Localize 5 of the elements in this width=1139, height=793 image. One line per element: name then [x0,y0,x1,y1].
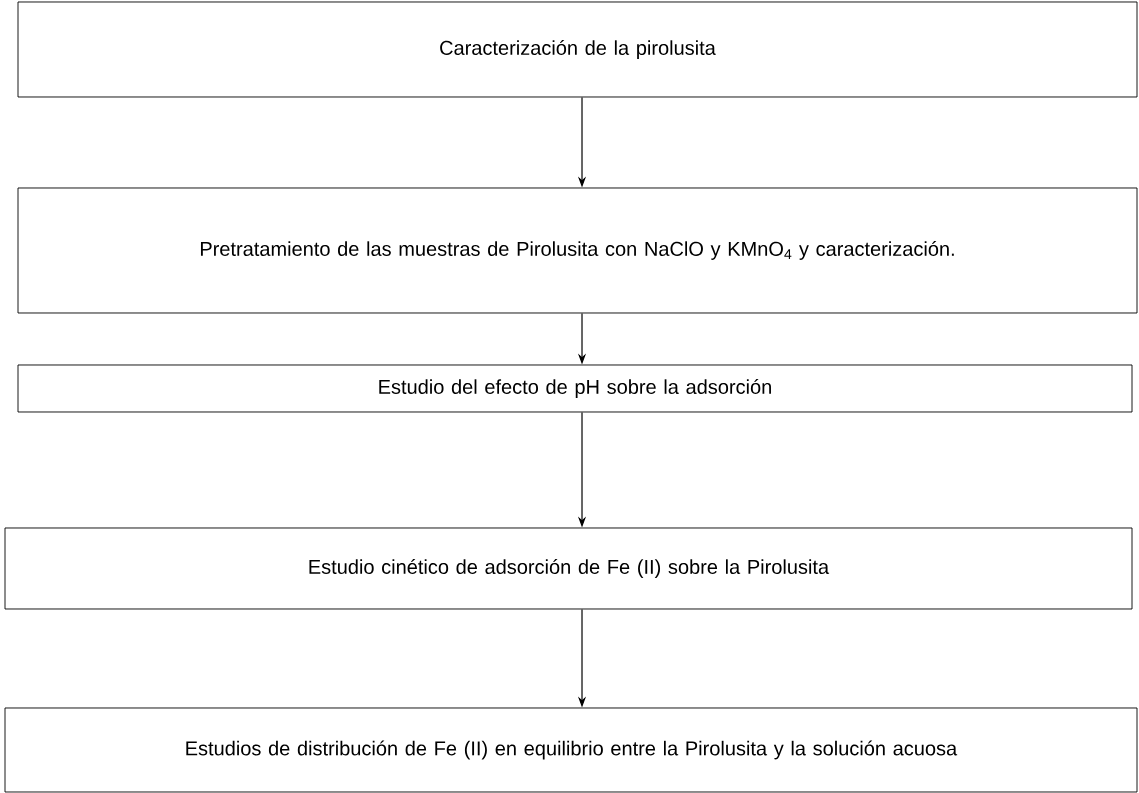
process-box: Estudio cinético de adsorción de Fe (II) sobre la Pirolusita [4,527,1133,610]
process-box: Estudio del efecto de pH sobre la adsorción [17,364,1133,413]
process-box: Pretratamiento de las muestras de Pirolusita con NaClO y KMnO$_{4}$ y caracterización. [17,187,1138,314]
process-box: Estudios de distribución de Fe (II) en equilibrio entre la Pirolusita y la solución acuosa [4,707,1138,793]
process-box: Caracterización de la pirolusita [17,1,1138,98]
